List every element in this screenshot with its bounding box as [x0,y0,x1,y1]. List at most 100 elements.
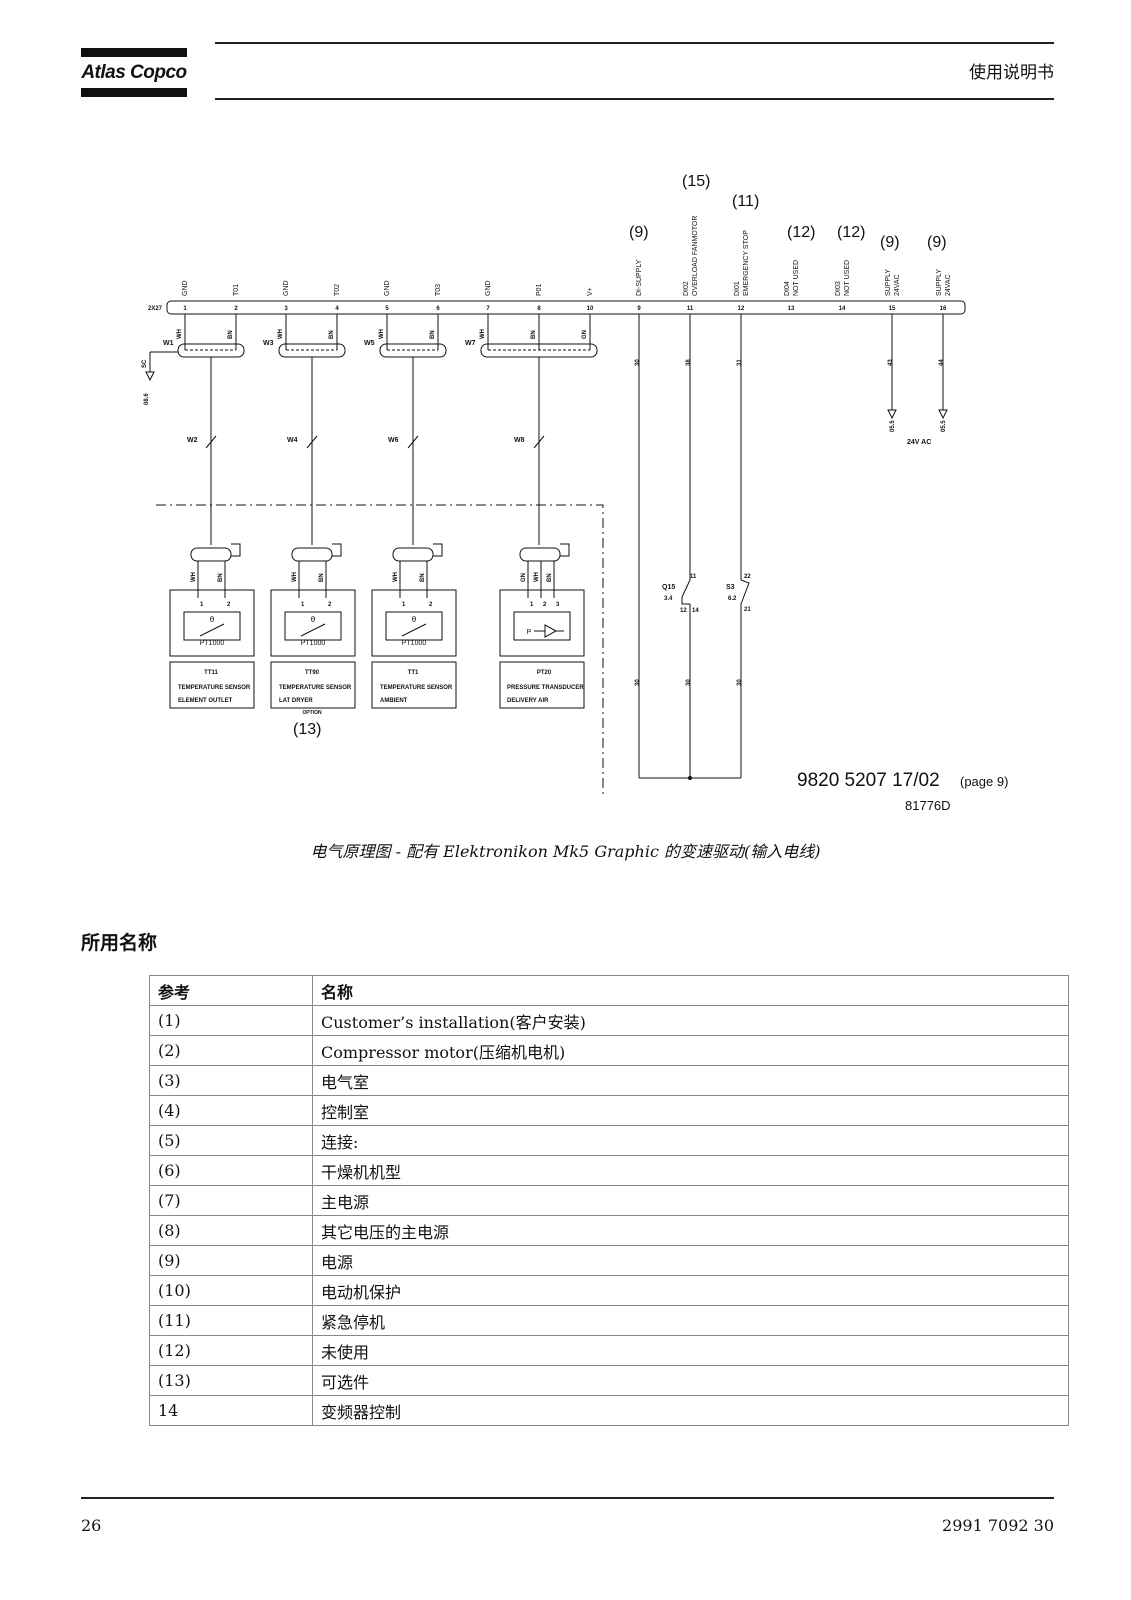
logo-text: Atlas Copco [81,62,187,83]
pin-number: 15 [889,306,896,312]
row-name: 控制室 [312,1095,1069,1126]
table-row: (12)未使用 [149,1335,1069,1366]
row-name: 未使用 [312,1335,1069,1366]
pin-number: 11 [687,306,694,312]
pt1000-element [284,611,342,641]
contact-q15-symbol [681,579,691,605]
table-row: (9)电源 [149,1245,1069,1276]
ref-9a: (9) [629,224,649,241]
sensor-line2: AMBIENT [380,698,408,704]
table-row: (13)可选件 [149,1365,1069,1396]
wire-color: WH [292,572,298,582]
row-name: 主电源 [312,1185,1069,1216]
wire-number: 30 [737,679,743,686]
wire-color: BN [420,573,426,582]
sensor-pin-number: 1 [530,602,534,608]
sensor-box-tt11 [169,589,255,657]
cable-slash [533,435,545,449]
ground-symbol [145,371,155,382]
supply-label: 24V AC [907,439,931,446]
resistor-slash [199,623,225,637]
pin-number: 7 [486,306,490,312]
pin-signal-sub: NOT USED [793,260,800,296]
wire-color: BN [531,330,537,339]
theta-symbol: θ [412,615,417,624]
pin-number: 8 [537,306,541,312]
sensor-line1: TEMPERATURE SENSOR [279,685,352,691]
table-row: (11)紧急停机 [149,1305,1069,1336]
cable-slash [306,435,318,449]
row-name: 紧急停机 [312,1305,1069,1336]
wire-number: 38 [686,359,692,366]
row-name: 可选件 [312,1365,1069,1396]
pin-signal: DI02 [683,281,690,296]
wire-color: WH [191,572,197,582]
wire-number: 43 [888,359,894,366]
row-ref: (13) [149,1365,313,1396]
pin-signal: GND [384,280,391,296]
cable-slash [407,435,419,449]
wire-color: WH [177,329,183,339]
pin-signal: GND [485,280,492,296]
sensor-pin-number: 2 [328,602,332,608]
sensor-line3: OPTION [302,710,322,716]
wire-color: BN [218,573,224,582]
row-ref: (9) [149,1245,313,1276]
supply-ref: 05.5 [890,420,896,432]
pin-signal-sub: EMERGENCY STOP [743,230,750,296]
pin-number: 9 [637,306,641,312]
connector-shield [291,547,333,562]
ref-15: (15) [682,173,710,190]
contact-s3-ref: 6.2 [728,596,737,602]
wire-number: 30 [686,679,692,686]
sensor-line1: TEMPERATURE SENSOR [380,685,453,691]
header-rule-bottom [215,98,1054,100]
row-ref: (5) [149,1125,313,1156]
document-number: 2991 7092 30 [942,1516,1054,1535]
sensor-desc-box [169,661,255,709]
pin-signal: T03 [435,284,442,296]
row-name: 电气室 [312,1065,1069,1096]
row-name: 连接: [312,1125,1069,1156]
sensor-pin-number: 2 [429,602,433,608]
junction-dot [688,776,692,780]
header-name: 名称 [312,975,1069,1006]
contact-pin: 22 [744,574,751,580]
cable-slash [205,435,217,449]
sensor-pin-number: 1 [200,602,204,608]
wire-color: BN [430,330,436,339]
contact-pin: 12 [680,608,687,614]
pin-number: 4 [335,306,339,312]
sensor-line1: PRESSURE TRANSDUCER [507,685,584,691]
sensor-desc-box [371,661,457,709]
table-row: (2)Compressor motor(压缩机电机) [149,1035,1069,1066]
cable-label: W4 [287,437,298,444]
supply-arrow [887,409,897,420]
connector-shield [392,547,434,562]
pin-signal-sub: 24VAC [945,274,952,296]
drawing-doc-number: 9820 5207 17/02 [797,770,940,791]
ground-label: SC [142,359,148,368]
row-name: 电动机保护 [312,1275,1069,1306]
wire-color: WH [393,572,399,582]
ref-12a: (12) [787,224,815,241]
pin-signal: P01 [536,283,543,296]
sensor-line1: TEMPERATURE SENSOR [178,685,251,691]
pin-number: 16 [940,306,947,312]
wire-color: WH [534,572,540,582]
pt1000-element [183,611,241,641]
table-row: (10)电动机保护 [149,1275,1069,1306]
terminal-strip-label: 2X27 [148,306,163,312]
sensor-pin-number: 2 [543,602,547,608]
pin-signal-sub: OVERLOAD FANMOTOR [692,216,699,296]
row-ref: (11) [149,1305,313,1336]
pin-signal-sub: NOT USED [844,260,851,296]
pin-number: 2 [234,306,238,312]
logo-bar-bottom [81,88,187,97]
sensor-element: PT1000 [200,640,225,647]
contact-q15-ref: 3.4 [664,596,673,602]
transducer-symbol [534,624,564,638]
wire-color: BN [547,573,553,582]
wire-color: BN [319,573,325,582]
